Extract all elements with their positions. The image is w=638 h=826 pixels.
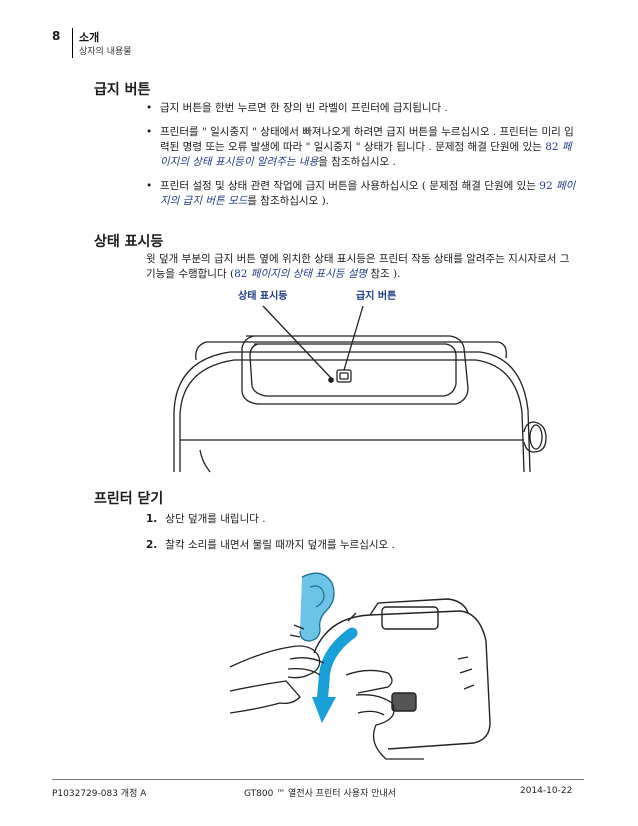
callout-status-light: 상태 표시등 (238, 291, 288, 302)
heading-close-printer: 프린터 닫기 (94, 491, 164, 507)
section-title: 상자의 내용물 (79, 47, 132, 57)
header-divider (72, 28, 73, 58)
heading-status-light: 상태 표시등 (94, 234, 164, 250)
footer-date: 2014-10-22 (520, 786, 573, 796)
feed-button-list: 급지 버튼을 한번 누르면 한 장의 빈 라벨이 프린터에 급지됩니다 . 프린… (146, 101, 576, 218)
xref-page[interactable]: 92 (539, 180, 553, 192)
list-item: 급지 버튼을 한번 누르면 한 장의 빈 라벨이 프린터에 급지됩니다 . (146, 101, 576, 116)
status-light-paragraph: 윗 덮개 부분의 급지 버튼 옆에 위치한 상태 표시등은 프린터 작동 상태를… (146, 253, 570, 280)
close-steps: 1.상단 덮개를 내립니다 . 2.찰칵 소리를 내면서 물릴 때까지 덮개를 … (146, 512, 576, 564)
printer-top-illustration (173, 305, 547, 473)
xref-page[interactable]: 82 (234, 268, 248, 280)
xref-link[interactable]: 페이지의 상태 표시등 설명 (250, 268, 368, 280)
page-number: 8 (52, 29, 61, 43)
xref-link[interactable]: 페이지의 상태 표시등이 알려주는 내용 (160, 141, 572, 168)
footer-title: GT800 ™ 열전사 프린터 사용자 안내서 (244, 789, 396, 799)
footer-divider (52, 779, 584, 780)
callout-feed-button: 급지 버튼 (356, 291, 397, 302)
footer-doc-id: P1032729-083 개정 A (52, 789, 147, 799)
close-printer-illustration (229, 572, 491, 760)
chapter-title: 소개 (79, 31, 100, 44)
list-item: 1.상단 덮개를 내립니다 . (146, 513, 266, 525)
list-item: 2.찰칵 소리를 내면서 물릴 때까지 덮개를 누르십시오 . (146, 539, 395, 551)
heading-feed-button: 급지 버튼 (94, 82, 151, 98)
xref-link[interactable]: 페이지의 급지 버튼 모드 (160, 180, 576, 207)
ear-icon (299, 572, 335, 642)
list-item: 프린터 설정 및 상태 관련 작업에 급지 버튼을 사용하십시오 ( 문제점 해… (146, 179, 576, 209)
xref-page[interactable]: 82 (545, 141, 559, 153)
list-item: 프린터를 " 일시중지 " 상태에서 빠져나오게 하려면 급지 버튼을 누르십시… (146, 125, 576, 170)
